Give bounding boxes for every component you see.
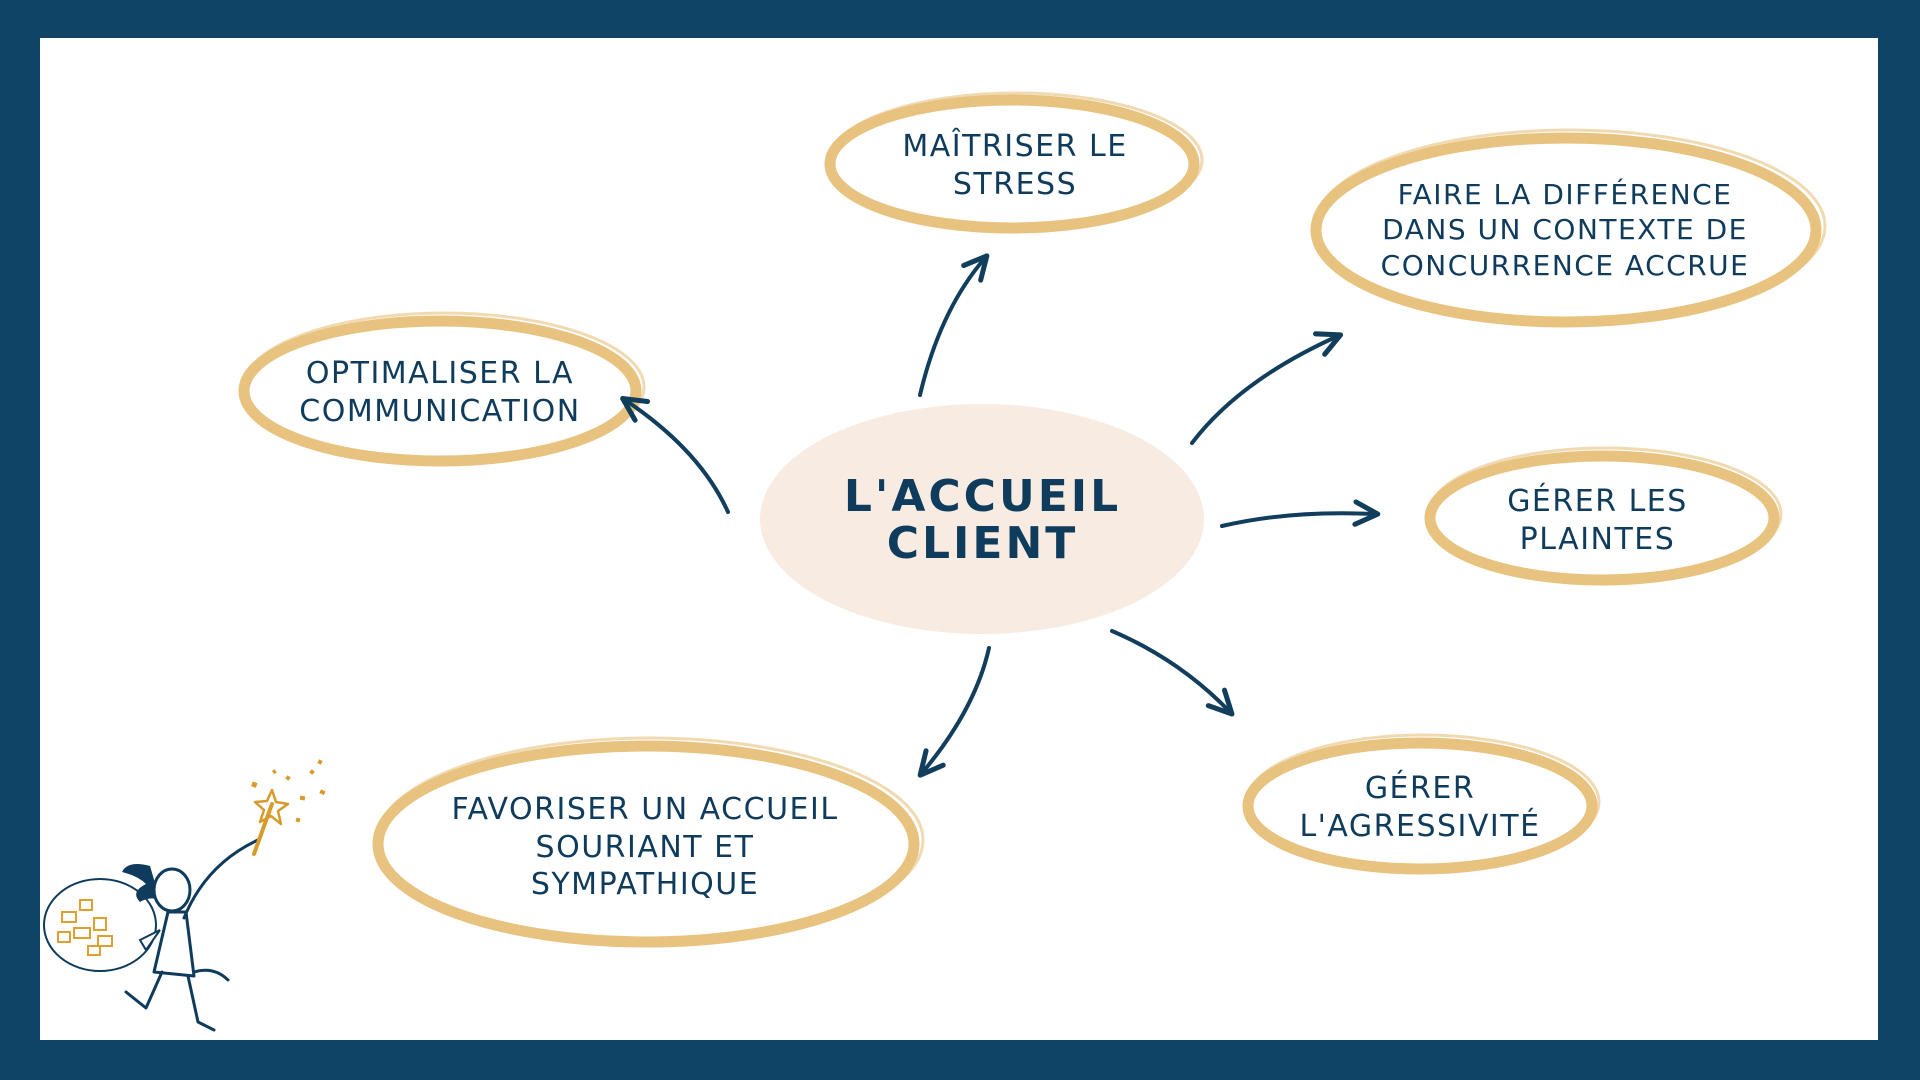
arrow-to-difference: [1190, 331, 1344, 445]
oval-difference: [1310, 128, 1827, 328]
center-topic: L'ACCUEIL CLIENT: [843, 470, 1122, 569]
center-ellipse: [760, 404, 1204, 634]
arrow-to-agressivite: [1110, 629, 1235, 717]
oval-agressivite: [1242, 733, 1601, 875]
oval-stress: [824, 91, 1204, 234]
node-difference-label: FAIRE LA DIFFÉRENCE DANS UN CONTEXTE DE …: [1380, 178, 1750, 282]
oval-accueil: [372, 736, 925, 948]
node-communication-label: OPTIMALISER LA COMMUNICATION: [299, 355, 581, 429]
arrow-to-communication: [620, 395, 730, 514]
oval-communication: [238, 311, 646, 467]
node-stress-label: MAÎTRISER LE STRESS: [902, 128, 1128, 202]
node-accueil-label: FAVORISER UN ACCUEIL SOURIANT ET SYMPATH…: [451, 791, 839, 903]
arrow-to-stress: [918, 253, 990, 397]
arrow-to-accueil: [917, 646, 991, 778]
figure-with-magic-wand-icon: [43, 759, 326, 1032]
node-plaintes-label: GÉRER LES PLAINTES: [1507, 483, 1688, 557]
arrow-to-plaintes: [1220, 499, 1381, 528]
node-agressivite-label: GÉRER L'AGRESSIVITÉ: [1299, 770, 1541, 844]
oval-plaintes: [1424, 446, 1783, 586]
